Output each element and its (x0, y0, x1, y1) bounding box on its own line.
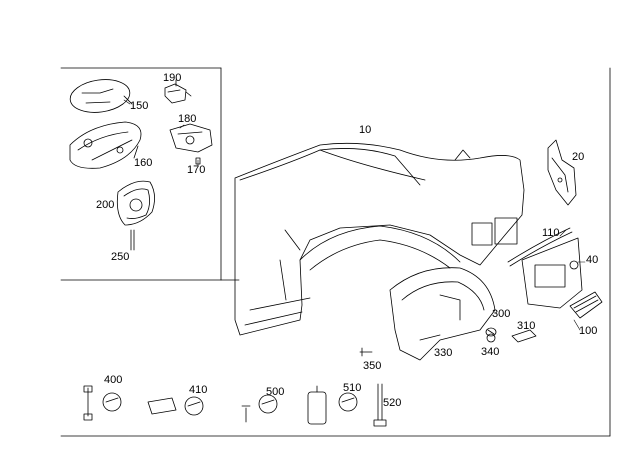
part-number-520[interactable]: 520 (383, 397, 402, 409)
part-number-340[interactable]: 340 (481, 346, 500, 358)
part-number-190[interactable]: 190 (163, 72, 182, 84)
frame (60, 67, 611, 437)
part-number-100[interactable]: 100 (579, 325, 598, 337)
strip-part (507, 227, 573, 267)
cartridge-part (307, 385, 358, 425)
vent-grille-part (569, 291, 603, 319)
nut-part (486, 333, 496, 343)
rivet-part (241, 394, 278, 423)
part-number-200[interactable]: 200 (96, 199, 115, 211)
part-number-10[interactable]: 10 (359, 124, 372, 136)
tail-bracket-part (547, 139, 577, 206)
actuator-part (164, 79, 192, 104)
part-number-40[interactable]: 40 (586, 254, 599, 266)
fuel-filler-housing-part (69, 121, 142, 169)
part-number-300[interactable]: 300 (492, 308, 511, 320)
connector-part (147, 396, 204, 416)
part-number-110[interactable]: 110 (542, 227, 560, 239)
part-number-180[interactable]: 180 (178, 113, 197, 125)
part-number-410[interactable]: 410 (189, 384, 208, 396)
part-number-310[interactable]: 310 (517, 320, 536, 332)
part-number-20[interactable]: 20 (572, 151, 585, 163)
part-number-400[interactable]: 400 (104, 374, 123, 386)
part-number-510[interactable]: 510 (343, 382, 362, 394)
drain-hose-part (130, 229, 135, 251)
clip-part (485, 327, 497, 337)
plug-part (511, 329, 537, 343)
wheel-arch-liner-part (389, 267, 496, 361)
side-panel-part (234, 142, 525, 336)
part-number-500[interactable]: 500 (266, 386, 285, 398)
screw-part (359, 347, 373, 357)
fuel-filler-recess-part (116, 180, 155, 226)
bolt-part (83, 385, 122, 421)
lock-mechanism-part (169, 123, 213, 165)
part-number-330[interactable]: 330 (434, 347, 453, 359)
panel-part (521, 237, 583, 309)
leader-lines (123, 99, 586, 331)
part-number-250[interactable]: 250 (111, 251, 130, 263)
part-number-350[interactable]: 350 (363, 360, 382, 372)
part-number-160[interactable]: 160 (134, 157, 153, 169)
stud-part (373, 383, 387, 427)
fuel-flap-cover-part (69, 79, 133, 113)
part-number-150[interactable]: 150 (130, 100, 149, 112)
part-number-170[interactable]: 170 (187, 164, 206, 176)
